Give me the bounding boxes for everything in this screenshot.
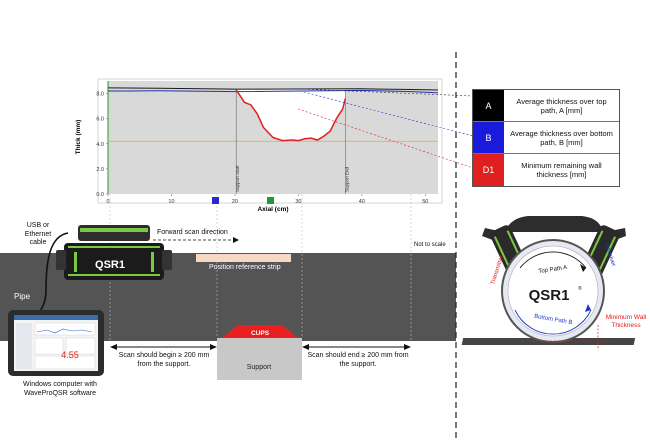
min-wall-label: Minimum Wall Thickness bbox=[605, 314, 647, 329]
scan-end-label: Scan should end ≥ 200 mm from the suppor… bbox=[307, 352, 409, 368]
top-path-label: Top Path A bbox=[538, 265, 568, 275]
y-axis-label: Thick (mm) bbox=[75, 120, 82, 155]
cups-label: CUPS bbox=[251, 330, 270, 337]
scan-begin-head-left bbox=[110, 344, 117, 350]
y-tick-label: 8.0 bbox=[96, 92, 104, 98]
legend-desc-b: Average thickness over bottom path, B [m… bbox=[510, 128, 613, 147]
legend-key-b: B bbox=[473, 122, 504, 153]
trademark-label: ® bbox=[578, 285, 582, 292]
x-tick-label: 20 bbox=[232, 199, 238, 205]
scan-arrow-head bbox=[233, 237, 239, 243]
scan-end-head-right bbox=[404, 344, 411, 350]
series-line-d1 bbox=[235, 89, 347, 142]
y-tick-label: 6.0 bbox=[96, 117, 104, 123]
legend-row-d1: D1 Minimum remaining wall thickness [mm] bbox=[473, 154, 619, 186]
support-label: Support bbox=[247, 364, 272, 371]
thickness-chart: 0 10 20 30 40 50 0.0 2.0 4.0 6.0 8.0 Support Star… bbox=[75, 78, 443, 213]
legend-row-b: B Average thickness over bottom path, B … bbox=[473, 122, 619, 154]
y-tick-label: 0.0 bbox=[96, 192, 104, 198]
legend-key-a: A bbox=[473, 90, 504, 121]
qsr1-scanner[interactable]: QSR1 bbox=[56, 225, 172, 280]
forward-scan-label: Forward scan direction bbox=[157, 229, 228, 236]
dip-area bbox=[236, 89, 346, 141]
green-marker bbox=[267, 197, 274, 204]
y-tick-label: 4.0 bbox=[96, 142, 104, 148]
usb-cable-label: USB or Ethernet cable bbox=[24, 222, 52, 246]
support-marker-label: Support Start bbox=[235, 165, 240, 192]
blue-marker bbox=[212, 197, 219, 204]
series-line-a bbox=[107, 87, 439, 91]
x-tick-label: 0 bbox=[106, 199, 109, 205]
screen-value: 4.55 bbox=[61, 350, 79, 360]
scan-begin-label: Scan should begin ≥ 200 mm from the supp… bbox=[118, 352, 210, 368]
pipe-label: Pipe bbox=[14, 292, 31, 301]
scan-end-head-left bbox=[302, 344, 309, 350]
connector-d1 bbox=[297, 108, 474, 169]
support-marker-label: Support End bbox=[344, 166, 349, 192]
scan-begin-head-right bbox=[210, 344, 217, 350]
legend-table: A Average thickness over top path, A [mm… bbox=[472, 89, 620, 187]
computer-label: Windows computer with WaveProQSR softwar… bbox=[23, 381, 97, 397]
legend-desc-d1: Minimum remaining wall thickness [mm] bbox=[521, 161, 602, 179]
position-strip-label: Position reference strip bbox=[209, 264, 281, 271]
legend-row-a: A Average thickness over top path, A [mm… bbox=[473, 90, 619, 122]
scanner-cross-section bbox=[461, 216, 636, 350]
series-line-b bbox=[107, 89, 439, 94]
not-to-scale-label: Not to scale bbox=[414, 242, 446, 248]
support-block bbox=[217, 338, 302, 380]
laptop-computer: 4.55 bbox=[8, 310, 104, 376]
position-strip bbox=[196, 254, 291, 262]
x-tick-label: 50 bbox=[422, 199, 428, 205]
device-name: QSR1 bbox=[95, 259, 125, 271]
x-tick-label: 10 bbox=[168, 199, 174, 205]
y-tick-label: 2.0 bbox=[96, 167, 104, 173]
x-axis-label: Axial (cm) bbox=[257, 206, 288, 213]
cups-shape bbox=[222, 325, 298, 338]
brand-label: QSR1 bbox=[529, 287, 570, 304]
legend-desc-a: Average thickness over top path, A [mm] bbox=[516, 96, 607, 115]
legend-key-d1: D1 bbox=[473, 154, 504, 186]
x-tick-label: 40 bbox=[359, 199, 365, 205]
connector-b bbox=[299, 90, 474, 137]
x-tick-label: 30 bbox=[295, 199, 301, 205]
connector-a bbox=[299, 88, 474, 97]
